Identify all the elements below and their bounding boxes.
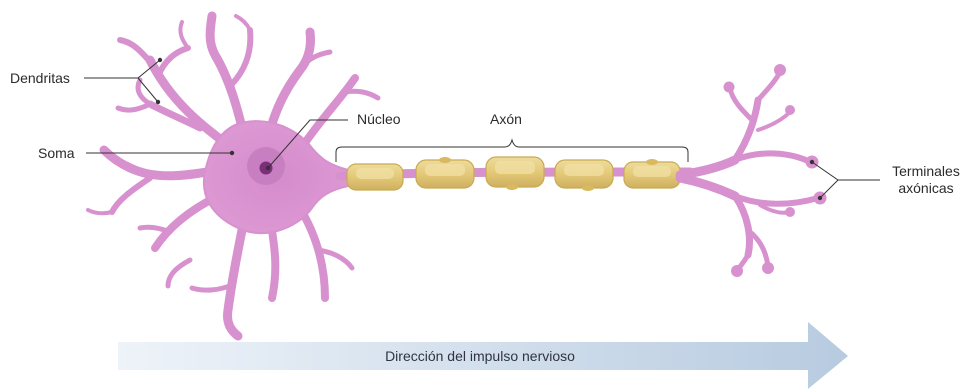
axon	[340, 157, 690, 191]
label-nucleo: Núcleo	[357, 111, 401, 128]
label-dendritas: Dendritas	[10, 70, 70, 87]
label-terminales: Terminales axónicas	[884, 163, 968, 197]
myelin-sheath-2	[416, 157, 474, 188]
label-terminales-line2: axónicas	[884, 180, 968, 197]
myelin-sheath-4	[555, 160, 613, 191]
terminales-leader-2	[820, 180, 838, 198]
terminal-buttons	[724, 64, 827, 277]
arrow-label: Dirección del impulso nervioso	[250, 348, 710, 365]
label-soma: Soma	[38, 145, 75, 162]
label-terminales-line1: Terminales	[884, 163, 968, 180]
axon-terminals	[680, 72, 818, 270]
myelin-sheath-1	[347, 164, 403, 190]
terminales-leader	[812, 162, 880, 180]
label-axon: Axón	[490, 111, 522, 128]
myelin-sheath-5	[624, 159, 680, 188]
soma	[204, 121, 348, 233]
myelin-sheath-3	[486, 157, 544, 190]
